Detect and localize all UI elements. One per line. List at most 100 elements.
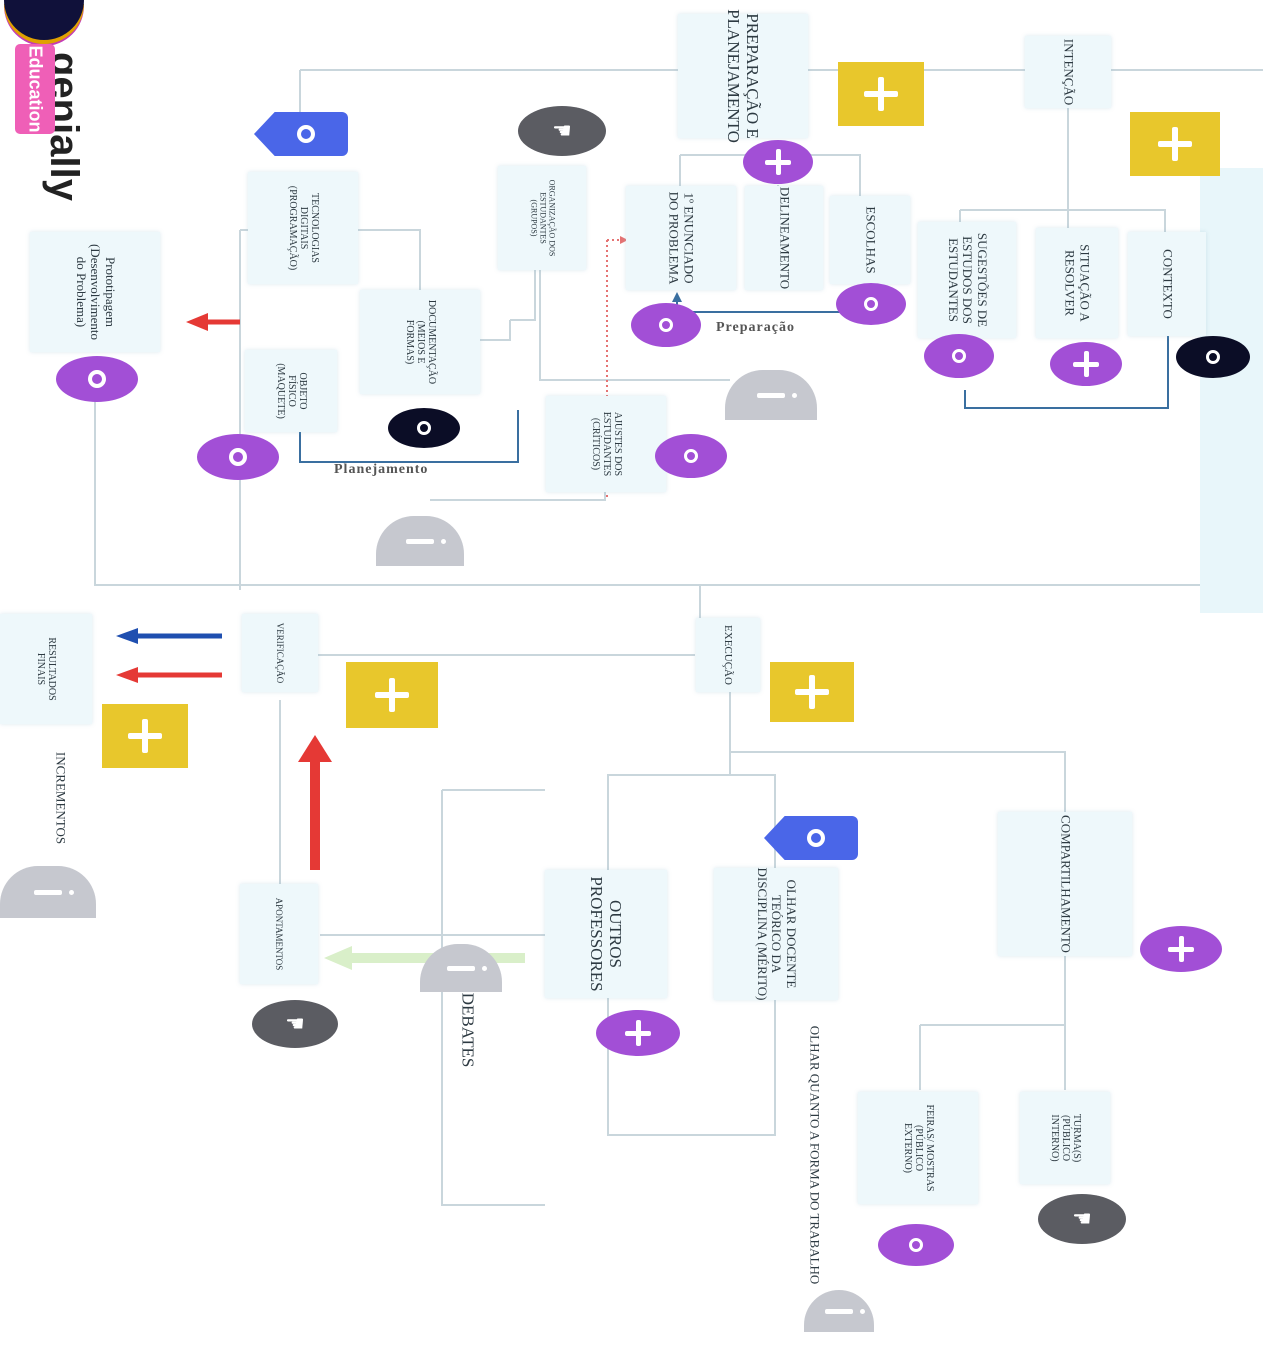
node-label: 1º ENUNCIADO DO PROBLEMA: [667, 191, 697, 285]
ring-icon: [417, 421, 431, 435]
hand-pointer-icon[interactable]: ☚: [518, 106, 606, 156]
yellow-plus-button[interactable]: [838, 62, 924, 126]
yellow-plus-button[interactable]: [1130, 112, 1220, 176]
node-turmas: TURMA(S) (PÚBLICO INTERNO): [1020, 1092, 1110, 1184]
minus-icon: [825, 1308, 865, 1314]
node-delineamento: DELINEAMENTO: [745, 186, 823, 290]
node-label: VERIFICAÇÃO: [275, 622, 286, 684]
ring-icon: [807, 829, 825, 847]
node-label: ORGANIZAÇÃO DOS ESTUDANTES (GRUPOS): [529, 179, 557, 257]
black-ring-button[interactable]: [1176, 336, 1250, 378]
yellow-plus-button[interactable]: [346, 662, 438, 728]
node-label: OUTROS PROFESSORES: [587, 876, 626, 992]
minus-icon: [406, 538, 446, 544]
plus-icon: [765, 149, 791, 175]
plus-icon: [795, 675, 829, 709]
blue-tag-button[interactable]: [764, 816, 858, 860]
purple-plus-button[interactable]: [1140, 926, 1222, 972]
purple-ring-button[interactable]: [56, 356, 138, 402]
node-ajustes-estudantes: AJUSTES DOS ESTUDANTES (CRÍTICOS): [546, 396, 666, 492]
node-label: SITUAÇÃO A RESOLVER: [1063, 244, 1093, 322]
node-label: SUGESTÕES DE ESTUDOS DOS ESTUDANTES: [945, 232, 990, 328]
purple-ring-button[interactable]: [631, 303, 701, 347]
hand-pointer-icon[interactable]: ☚: [1038, 1194, 1126, 1244]
node-organizacao-estudantes: ORGANIZAÇÃO DOS ESTUDANTES (GRUPOS): [498, 166, 586, 270]
minus-icon: [34, 889, 74, 895]
node-label: EXECUÇÃO: [722, 625, 735, 685]
node-label: TURMA(S) (PÚBLICO INTERNO): [1048, 1113, 1082, 1163]
node-label: OLHAR QUANTO A FORMA DO TRABALHO: [807, 1025, 823, 1285]
minus-icon: [757, 392, 797, 398]
gray-minus-button[interactable]: [376, 516, 464, 566]
purple-ring-button[interactable]: [197, 434, 279, 480]
node-label: OBJETO FÍSICO (MAQUETE): [274, 363, 308, 419]
blue-tag-button[interactable]: [254, 112, 348, 156]
purple-ring-button[interactable]: [655, 434, 727, 478]
node-debates: DEBATES: [440, 990, 496, 1070]
node-documentacao: DOCUMENTAÇÃO (MEIOS E FORMAS): [360, 290, 480, 394]
ring-icon: [659, 318, 673, 332]
node-incrementos: INCREMENTOS: [20, 740, 100, 855]
node-label: DOCUMENTAÇÃO (MEIOS E FORMAS): [403, 299, 437, 385]
node-apontamentos: APONTAMENTOS: [240, 884, 318, 984]
node-intencao: INTENÇÃO: [1025, 36, 1111, 108]
purple-plus-button[interactable]: [743, 140, 813, 184]
node-label: CONTEXTO: [1160, 249, 1176, 319]
purple-ring-button[interactable]: [878, 1224, 954, 1266]
loop-label-preparacao: Preparação: [716, 320, 795, 335]
ring-icon: [952, 349, 966, 363]
gray-minus-button[interactable]: [0, 866, 96, 918]
node-olhar-docente: OLHAR DOCENTE TEÓRICO DA DISCIPLINA (MÉR…: [714, 867, 838, 1001]
minus-icon: [447, 965, 487, 971]
purple-plus-button[interactable]: [596, 1010, 680, 1056]
ring-icon: [909, 1238, 923, 1252]
ring-icon: [88, 370, 106, 388]
node-contexto: CONTEXTO: [1128, 232, 1206, 336]
black-ring-button[interactable]: [388, 408, 460, 448]
node-escolhas: ESCOLHAS: [830, 196, 910, 284]
node-label: RESULTADOS FINAIS: [35, 637, 58, 701]
ring-icon: [297, 125, 315, 143]
hand-pointer-icon[interactable]: ☚: [252, 1000, 338, 1048]
node-execucao: EXECUÇÃO: [696, 618, 760, 692]
node-label: COMPARTILHAMENTO: [1058, 815, 1074, 953]
node-label: Prototipagem (Desenvolvimento do Problem…: [73, 243, 118, 341]
node-outros-professores: OUTROS PROFESSORES: [545, 870, 667, 998]
ring-icon: [229, 448, 247, 466]
ring-icon: [1206, 350, 1220, 364]
node-label: ESCOLHAS: [863, 206, 879, 274]
yellow-plus-button[interactable]: [770, 662, 854, 722]
node-situacao-resolver: SITUAÇÃO A RESOLVER: [1036, 228, 1118, 338]
node-label: AJUSTES DOS ESTUDANTES (CRÍTICOS): [589, 411, 623, 477]
node-compartilhamento: COMPARTILHAMENTO: [998, 812, 1132, 956]
plus-icon: [128, 719, 162, 753]
loop-label-planejamento: Planejamento: [334, 462, 429, 477]
plus-icon: [1073, 351, 1099, 377]
node-label: DEBATES: [458, 992, 478, 1068]
node-label: APONTAMENTOS: [274, 897, 285, 971]
plus-icon: [625, 1020, 651, 1046]
education-badge: Education: [15, 44, 55, 134]
node-label: INTENÇÃO: [1061, 38, 1077, 106]
node-tecnologias-digitais: TECNOLOGIAS DIGITAIS (PROGRAMAÇÃO): [248, 172, 358, 284]
node-olhar-forma: OLHAR QUANTO A FORMA DO TRABALHO: [790, 1020, 838, 1290]
ring-icon: [684, 449, 698, 463]
yellow-plus-button[interactable]: [102, 704, 188, 768]
node-label: TECNOLOGIAS DIGITAIS (PROGRAMAÇÃO): [286, 185, 320, 271]
purple-plus-button[interactable]: [1050, 342, 1122, 386]
education-badge-label: Education: [25, 45, 46, 133]
plus-icon: [375, 678, 409, 712]
gray-minus-button[interactable]: [725, 370, 817, 420]
gray-minus-button[interactable]: [420, 944, 502, 992]
side-panel: [1200, 168, 1263, 613]
node-label: DELINEAMENTO: [777, 186, 793, 290]
purple-ring-button[interactable]: [836, 283, 906, 325]
plus-icon: [1158, 127, 1192, 161]
purple-ring-button[interactable]: [924, 334, 994, 378]
node-label: OLHAR DOCENTE TEÓRICO DA DISCIPLINA (MÉR…: [754, 867, 799, 1001]
node-label: PREPARAÇÃO E PLANEJAMENTO: [724, 9, 763, 143]
plus-icon: [1168, 936, 1194, 962]
node-preparacao-planejamento: PREPARAÇÃO E PLANEJAMENTO: [678, 9, 808, 143]
